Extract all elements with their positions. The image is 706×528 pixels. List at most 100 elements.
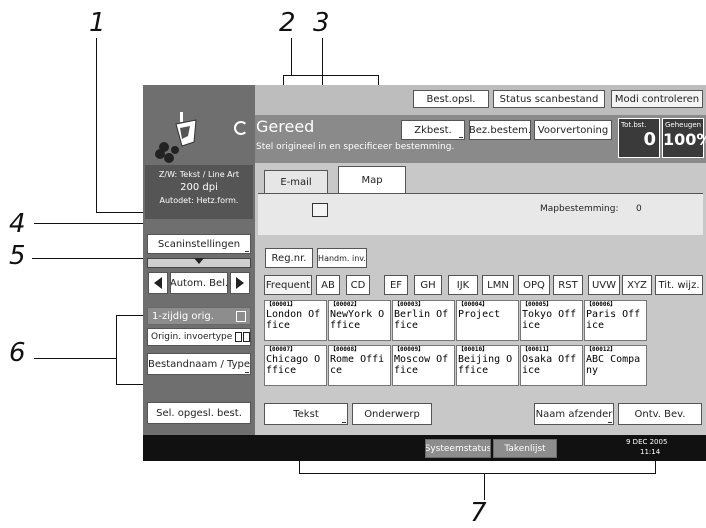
destination-00008[interactable]: 【00008】 Rome Office [328, 345, 391, 386]
takenlijst-button[interactable]: Takenlijst [493, 439, 557, 458]
index-tab-xyz[interactable]: XYZ [622, 275, 652, 295]
best-opsl-button[interactable]: Best.opsl. [413, 90, 489, 108]
destination-name: Osaka Office [522, 354, 577, 376]
leader-line-7c [484, 473, 485, 500]
status-message: Stel origineel in en specificeer bestemm… [256, 142, 455, 152]
leader-line-6 [34, 358, 116, 359]
destination-00005[interactable]: 【00005】 Tokyo Office [520, 300, 583, 341]
orientation-icon [235, 332, 243, 342]
density-slider-indicator-icon [194, 258, 204, 264]
index-tab-opq[interactable]: OPQ [518, 275, 550, 295]
destination-00009[interactable]: 【00009】 Moscow Office [392, 345, 455, 386]
onderwerp-button[interactable]: Onderwerp [352, 403, 432, 425]
ontv-bev-button[interactable]: Ontv. Bev. [618, 403, 702, 425]
index-tab-ef[interactable]: EF [384, 275, 408, 295]
orig-type-button[interactable]: 1-zijdig orig. [147, 307, 251, 325]
index-tab-gh[interactable]: GH [414, 275, 442, 295]
destination-name: Chicago Office [266, 354, 321, 376]
destination-name: Project [458, 309, 501, 320]
destination-number: 【00001】 [266, 301, 297, 308]
naam-afzender-button[interactable]: Naam afzender [534, 403, 614, 425]
index-tab-frequent[interactable]: Frequent [264, 275, 312, 295]
destination-00007[interactable]: 【00007】 Chicago Office [264, 345, 327, 386]
callout-1: 1 [89, 8, 106, 38]
destination-name: Berlin Office [394, 309, 449, 331]
memory-value: 100% [663, 130, 706, 149]
callout-4: 4 [9, 209, 26, 239]
orig-invoertype-label: Origin. invoertype [151, 332, 233, 342]
destination-00011[interactable]: 【00011】 Osaka Office [520, 345, 583, 386]
destination-number: 【00005】 [522, 301, 553, 308]
bez-bestem-button[interactable]: Bez.bestem. [469, 120, 531, 140]
callout-2: 2 [279, 8, 296, 38]
footer-time: 11:14 [640, 448, 661, 456]
status-scanbestand-button[interactable]: Status scanbestand [493, 90, 605, 108]
scan-mode: Z/W: Tekst / Line Art [158, 170, 240, 179]
leader-line-1 [96, 38, 97, 213]
autom-bel-button[interactable]: Autom. Bel. [170, 272, 228, 294]
sel-opgesl-best-button[interactable]: Sel. opgesl. best. [147, 402, 251, 424]
callout-7: 7 [470, 498, 487, 528]
tab-map[interactable]: Map [338, 166, 406, 193]
index-tab-ijk[interactable]: IJK [448, 275, 478, 295]
orig-type-label: 1-zijdig orig. [152, 310, 214, 322]
destination-name: Beijing Office [458, 354, 513, 376]
memory-label: Geheugen [665, 121, 702, 129]
folder-icon[interactable] [312, 203, 328, 217]
modi-controleren-button[interactable]: Modi controleren [611, 90, 703, 108]
leader-line-7b [299, 473, 656, 474]
leader-line-6a [116, 315, 117, 385]
destination-number: 【00009】 [394, 346, 425, 353]
index-tab-tit-wijz[interactable]: Tit. wijz. [655, 275, 703, 295]
destination-00006[interactable]: 【00006】 Paris Office [584, 300, 647, 341]
tekst-button[interactable]: Tekst [264, 403, 348, 425]
bestandsnaam-type-button[interactable]: Bestandnaam / Type [147, 353, 251, 375]
destination-00003[interactable]: 【00003】 Berlin Office [392, 300, 455, 341]
systeemstatus-button[interactable]: Systeemstatus [425, 439, 491, 458]
scan-autodet: Autodet: Hetz.form. [159, 196, 239, 205]
density-slider[interactable] [147, 258, 251, 268]
handm-inv-button[interactable]: Handm. inv. [317, 248, 367, 268]
index-tab-ab[interactable]: AB [316, 275, 340, 295]
scaninstellingen-button[interactable]: Scaninstellingen [147, 234, 251, 254]
destination-name: NewYork Office [330, 309, 385, 331]
destination-number: 【00012】 [586, 346, 617, 353]
index-tab-cd[interactable]: CD [346, 275, 370, 295]
orig-invoertype-button[interactable]: Origin. invoertype [147, 328, 251, 346]
destination-name: London Office [266, 309, 321, 331]
destination-name: Tokyo Office [522, 309, 577, 331]
destination-00001[interactable]: 【00001】 London Office [264, 300, 327, 341]
index-tab-uvw[interactable]: UVW [588, 275, 620, 295]
map-destination-value: 0 [636, 204, 642, 214]
destination-00002[interactable]: 【00002】 NewYork Office [328, 300, 391, 341]
callout-6: 6 [9, 338, 26, 368]
index-tab-rst[interactable]: RST [553, 275, 583, 295]
leader-line-2c [291, 38, 292, 76]
tab-bar [255, 163, 706, 193]
destination-number: 【00010】 [458, 346, 489, 353]
voorvertoning-button[interactable]: Voorvertoning [534, 120, 612, 140]
destination-number: 【00003】 [394, 301, 425, 308]
density-lighter-button[interactable] [148, 272, 168, 294]
logo-area [152, 112, 202, 164]
total-counter-value: 0 [643, 129, 656, 150]
index-tab-lmn[interactable]: LMN [482, 275, 514, 295]
destination-00004[interactable]: 【00004】 Project [456, 300, 519, 341]
arrow-right-icon [236, 277, 244, 289]
folder-destination-area [258, 193, 703, 235]
regnr-button[interactable]: Reg.nr. [265, 248, 313, 268]
destination-00012[interactable]: 【00012】 ABC Company [584, 345, 647, 386]
tab-email[interactable]: E-mail [264, 170, 328, 193]
orientation-icon-2 [243, 332, 250, 342]
density-darker-button[interactable] [230, 272, 250, 294]
destination-number: 【00004】 [458, 301, 489, 308]
ready-spinner-icon [234, 121, 248, 135]
footer-date: 9 DEC 2005 [626, 438, 668, 446]
destination-name: ABC Company [586, 354, 641, 376]
zkbest-button[interactable]: Zkbest. [401, 120, 465, 140]
map-destination-label: Mapbestemming: [540, 204, 619, 214]
destination-00010[interactable]: 【00010】 Beijing Office [456, 345, 519, 386]
scan-dpi: 200 dpi [180, 182, 218, 193]
destination-name: Moscow Office [394, 354, 449, 376]
status-title: Gereed [256, 117, 315, 136]
